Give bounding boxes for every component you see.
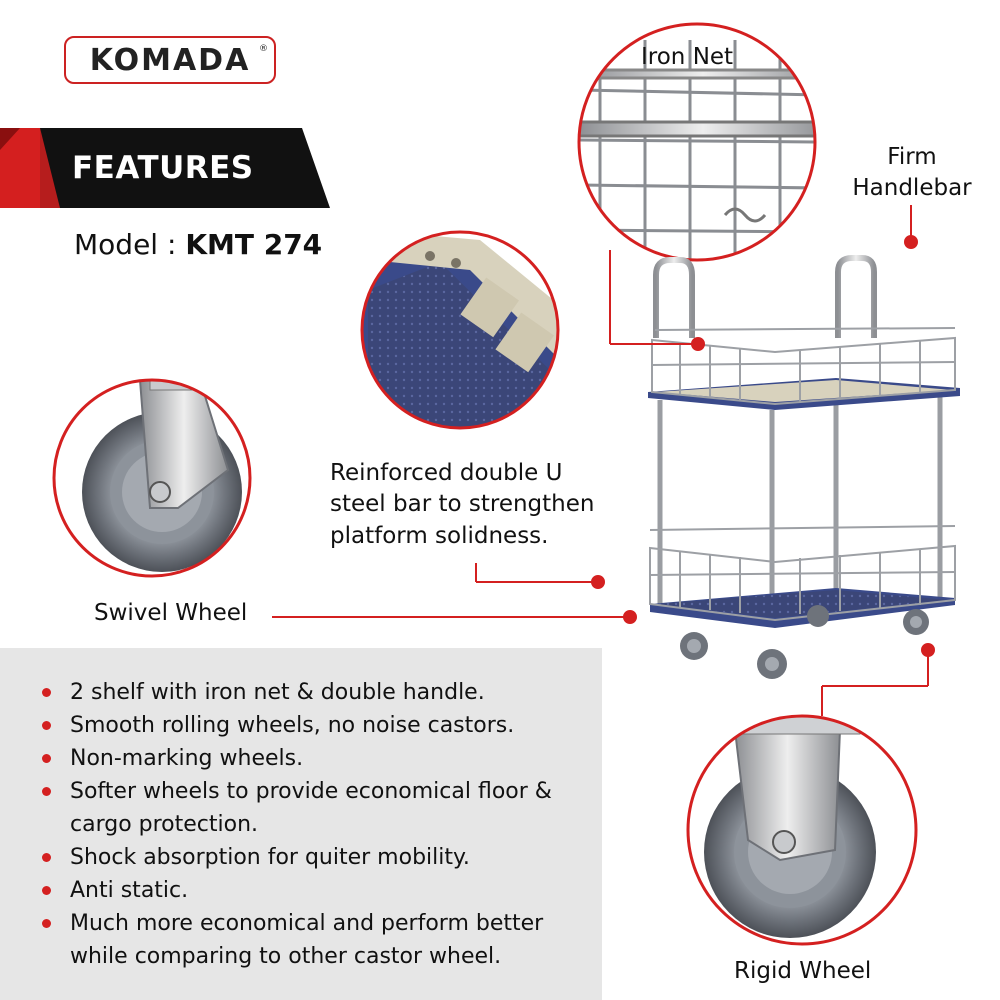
brand-name: KOMADA <box>89 42 251 78</box>
callout-connectors <box>272 205 935 716</box>
callout-steel-bar-line1: Reinforced double U <box>330 460 563 486</box>
callout-dot-icon <box>691 337 705 351</box>
callout-dot-icon <box>921 643 935 657</box>
list-item: Much more economical and perform better … <box>40 907 600 973</box>
callout-swivel-wheel: Swivel Wheel <box>94 600 248 626</box>
bullet-dot-icon <box>42 886 51 895</box>
model-prefix: Model : <box>74 228 186 261</box>
features-list: 2 shelf with iron net & double handle. S… <box>40 676 600 973</box>
bullet-dot-icon <box>42 853 51 862</box>
callout-dot-icon <box>623 610 637 624</box>
bullet-dot-icon <box>42 754 51 763</box>
steel-bar-zoom <box>360 230 560 430</box>
callout-handlebar: Firm Handlebar <box>846 142 978 205</box>
list-item: Softer wheels to provide economical floo… <box>40 775 600 841</box>
callout-dot-icon <box>904 235 918 249</box>
features-banner <box>0 128 330 208</box>
swivel-wheel-zoom <box>52 378 252 578</box>
bullet-dot-icon <box>42 787 51 796</box>
callout-handlebar-line1: Firm <box>887 144 937 170</box>
bullet-dot-icon <box>42 919 51 928</box>
list-item: Shock absorption for quiter mobility. <box>40 841 600 874</box>
list-item: 2 shelf with iron net & double handle. <box>40 676 600 709</box>
callout-dot-icon <box>591 575 605 589</box>
rigid-wheel-zoom <box>686 714 918 946</box>
callout-steel-bar: Reinforced double U steel bar to strengt… <box>330 458 594 552</box>
model-code: KMT 274 <box>185 228 323 261</box>
list-item: Anti static. <box>40 874 600 907</box>
bullet-dot-icon <box>42 688 51 697</box>
list-item: Non-marking wheels. <box>40 742 600 775</box>
trolley-image <box>648 255 960 679</box>
callout-rigid-wheel: Rigid Wheel <box>734 958 872 984</box>
list-item: Smooth rolling wheels, no noise castors. <box>40 709 600 742</box>
callout-steel-bar-line3: platform solidness. <box>330 522 549 549</box>
registered-mark: ® <box>259 44 268 54</box>
features-panel <box>0 648 602 1000</box>
brand-logo: KOMADA ® <box>64 36 276 84</box>
callout-iron-net: Iron Net <box>641 44 734 70</box>
iron-net-zoom <box>577 22 817 262</box>
bullet-dot-icon <box>42 721 51 730</box>
callout-handlebar-line2: Handlebar <box>852 175 972 202</box>
model-line: Model : KMT 274 <box>74 228 322 261</box>
features-heading: FEATURES <box>72 150 254 186</box>
callout-steel-bar-line2: steel bar to strengthen <box>330 491 595 518</box>
